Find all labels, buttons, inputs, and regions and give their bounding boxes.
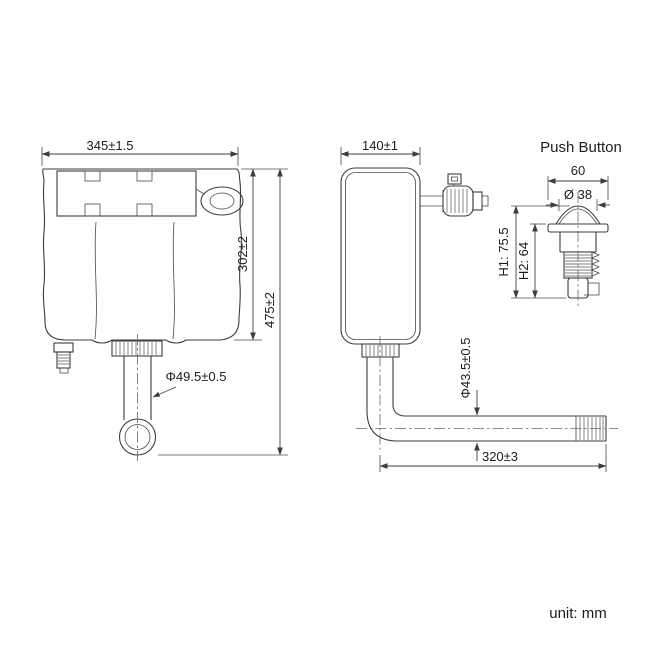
recess-tab: [136, 170, 153, 182]
cistern-front-view: 345±1.5 302±2 475±2 Φ49.5±0.5: [41, 138, 288, 461]
tank-outline: [42, 168, 242, 344]
tank-ribs: [94, 221, 175, 340]
recess-tab: [84, 170, 101, 182]
button-height-dimensions: H1: 75.5 H2: 64: [496, 205, 570, 299]
inlet-seal-outer: [200, 186, 244, 216]
button-hook: [584, 282, 600, 296]
button-h2-dim-label: H2: 64: [516, 242, 531, 280]
pipe-length-dim-label: 320±3: [482, 449, 518, 464]
button-ratchet: [590, 251, 601, 277]
push-button-detail: Push Button 60 Ø 38 H1: 75.5: [496, 139, 622, 306]
inlet-seal-inner: [209, 192, 235, 210]
flush-bend-pipe: [356, 336, 618, 452]
unit-label: unit: mm: [549, 605, 607, 622]
total-height-dim-label: 475±2: [262, 292, 277, 328]
inlet-leader: [195, 188, 205, 195]
button-dome-inner: [558, 208, 598, 225]
outlet-flange-inner: [124, 424, 151, 450]
side-body-inner: [345, 172, 416, 340]
outlet-diameter-dim-label: Φ49.5±0.5: [166, 369, 227, 384]
recess-tab: [84, 203, 101, 217]
button-width-dim-label: 60: [571, 163, 585, 178]
side-body-outline: [340, 167, 421, 345]
front-dimensions: 345±1.5 302±2 475±2 Φ49.5±0.5: [41, 138, 288, 456]
cistern-side-view: 140±1 Φ43.5±0.5 320±3: [340, 138, 618, 472]
push-button-title: Push Button: [540, 139, 622, 156]
button-h1-dim-label: H1: 75.5: [496, 227, 511, 276]
pipe-diameter-dim-label: Φ43.5±0.5: [458, 338, 473, 399]
recess-tab: [136, 203, 153, 217]
tank-height-dim-label: 302±2: [235, 236, 250, 272]
tank-recess: [56, 170, 197, 217]
push-button-body: [547, 192, 609, 306]
depth-dim-label: 140±1: [362, 138, 398, 153]
front-width-dim-label: 345±1.5: [87, 138, 134, 153]
push-rod-fitting: [420, 173, 489, 217]
side-dimensions: 140±1 Φ43.5±0.5 320±3: [340, 138, 607, 472]
outlet-assembly: [111, 334, 163, 461]
inlet-valve: [53, 342, 74, 374]
